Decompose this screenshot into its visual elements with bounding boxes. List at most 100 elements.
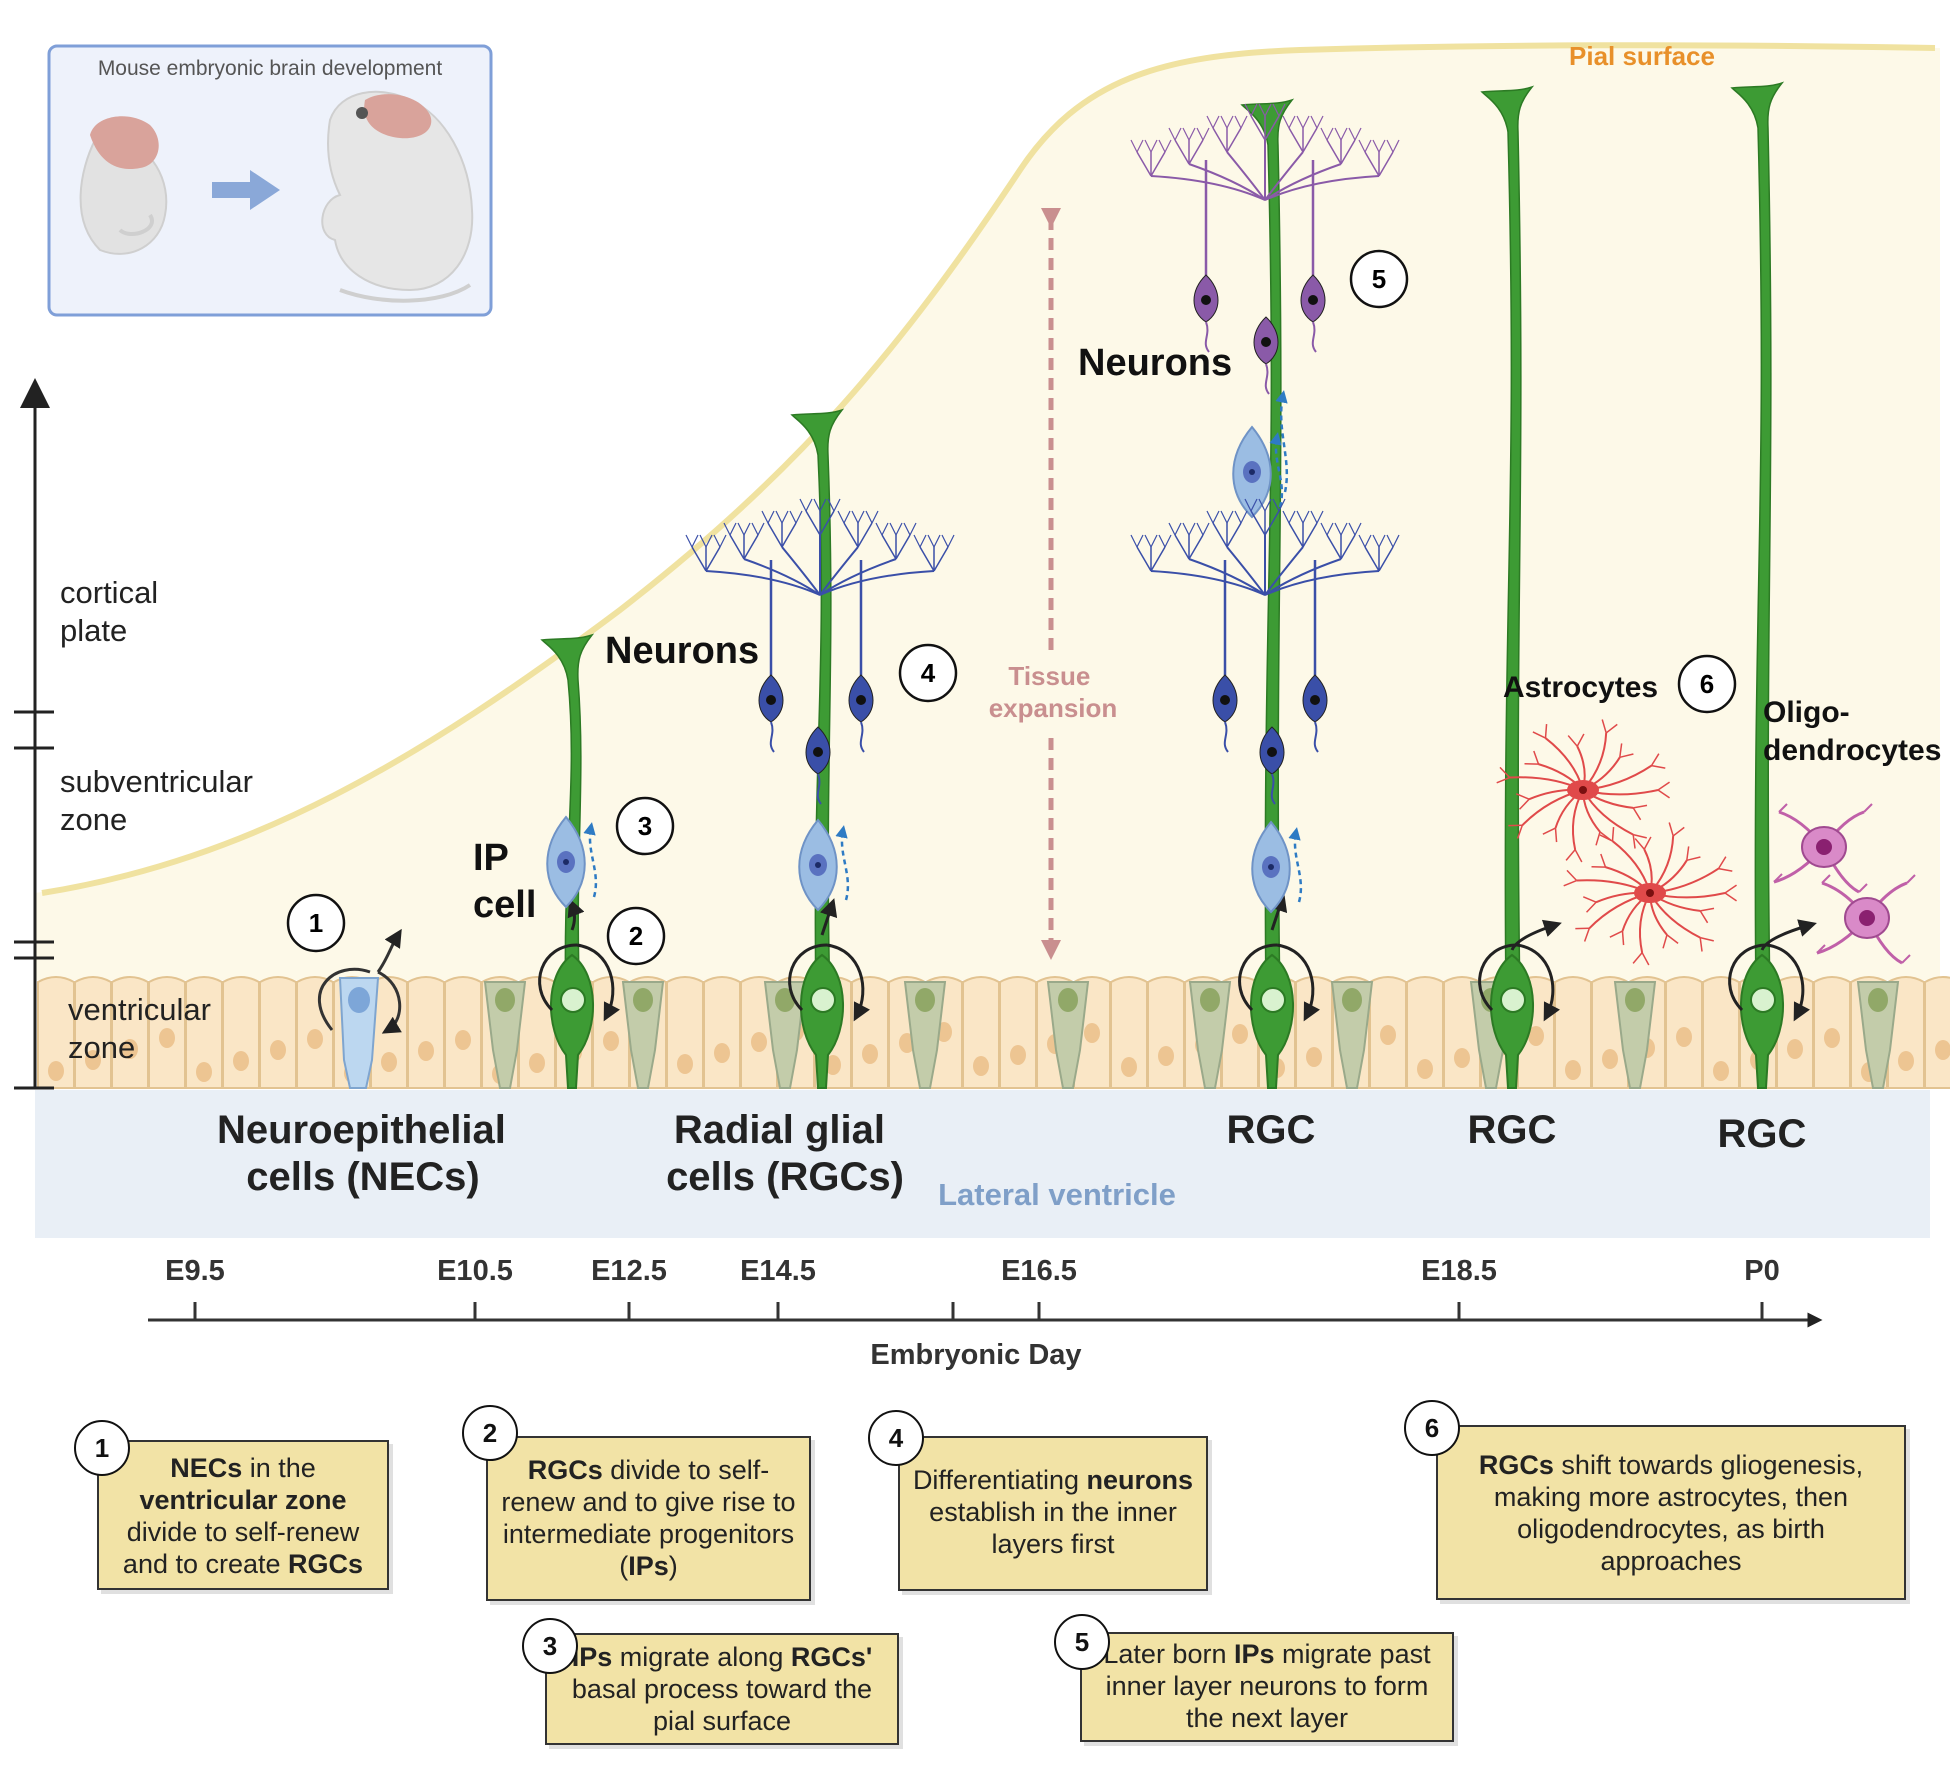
radial-glia-soma-dim	[903, 981, 947, 1089]
neuron-e16-inner-left	[1212, 560, 1238, 753]
badge-step-1: 1	[74, 1420, 130, 1476]
svg-text:1: 1	[309, 908, 323, 938]
timeline-title: Embryonic Day	[870, 1339, 1081, 1371]
neuron-e16-outer-middle	[1253, 316, 1279, 395]
astrocyte-lower	[1563, 822, 1737, 966]
svg-text:2: 2	[629, 921, 643, 951]
timeline-tick-label: E10.5	[437, 1255, 513, 1287]
epithelial-cell	[1369, 976, 1407, 1089]
neurons-label-e16: Neurons	[1078, 342, 1232, 384]
division-arrow	[1510, 919, 1562, 951]
epithelial-cell	[999, 976, 1037, 1089]
arrow-right-icon	[212, 170, 280, 210]
division-arrow	[820, 898, 838, 936]
oligodendrocyte-upper	[1773, 803, 1873, 894]
timeline-tick-label: E18.5	[1421, 1255, 1497, 1287]
badge-step-2: 2	[462, 1405, 518, 1461]
note-step-3: IPs migrate along RGCs' basal process to…	[545, 1633, 899, 1745]
radial-glia-soma-dim	[1330, 981, 1374, 1089]
epithelial-cell	[666, 976, 704, 1089]
zone-axis	[14, 378, 54, 1090]
cortical-tissue	[35, 45, 1940, 981]
epithelial-cell	[1443, 976, 1481, 1089]
neuron-e16-outer-left	[1193, 160, 1219, 353]
radial-glia-soma-dim	[1188, 981, 1232, 1089]
neuron-e14-middle	[805, 726, 831, 805]
epithelial-cell	[592, 976, 630, 1089]
neurons-label-e14: Neurons	[605, 630, 759, 672]
epithelial-cell	[1665, 976, 1703, 1089]
epithelial-cell	[222, 976, 260, 1089]
radial-glia-soma-dim	[1856, 981, 1900, 1089]
radial-glial-cell-e16	[1238, 98, 1320, 1089]
epithelial-cell	[148, 976, 186, 1089]
note-step-5: Later born IPs migrate past inner layer …	[1080, 1632, 1454, 1742]
timeline-tick-label: E12.5	[591, 1255, 667, 1287]
neuroepithelial-cell	[318, 928, 402, 1089]
cortical-plate-label: cortical plate	[60, 575, 167, 648]
rgcs-label: Radial glial cells (RGCs)	[666, 1108, 904, 1199]
lateral-ventricle	[35, 1090, 1930, 1238]
timeline-tick-label: E16.5	[1001, 1255, 1077, 1287]
ip-cell-e12	[546, 815, 598, 909]
inset-title: Mouse embryonic brain development	[98, 57, 443, 80]
radial-glial-cell-e12	[538, 633, 620, 1089]
epithelial-cell	[1147, 976, 1185, 1089]
epithelial-cell	[962, 976, 1000, 1089]
timeline-tick-label: E14.5	[740, 1255, 816, 1287]
pup-icon	[321, 90, 474, 303]
tissue-expansion-label: Tissue expansion	[989, 661, 1118, 723]
radial-glia-soma-dim	[1046, 981, 1090, 1089]
svg-text:6: 6	[1700, 669, 1714, 699]
epithelial-cell	[259, 976, 297, 1089]
note-step-6: RGCs shift towards gliogenesis, making m…	[1436, 1425, 1906, 1600]
svg-text:3: 3	[638, 811, 652, 841]
badge-step-4: 4	[868, 1410, 924, 1466]
neuron-e14-left	[758, 560, 784, 753]
ip-cell-e16-upper	[1232, 425, 1284, 519]
subventricular-zone-label: subventricular zone	[60, 764, 262, 837]
epithelial-cell	[185, 976, 223, 1089]
division-arrow	[1270, 893, 1288, 931]
epithelial-cell	[1110, 976, 1148, 1089]
astrocytes-label: Astrocytes	[1503, 671, 1658, 704]
oligodendrocytes-label: Oligo- dendrocytes	[1763, 696, 1941, 767]
neuron-e16-outer-right	[1300, 160, 1326, 353]
dendrite-arbor-e16-outer	[1130, 103, 1400, 201]
neuron-e14-right	[848, 560, 874, 753]
epithelial-cell	[851, 976, 889, 1089]
note-step-2: RGCs divide to self-renew and to give ri…	[486, 1436, 811, 1601]
svg-text:4: 4	[921, 658, 936, 688]
badge-step-6: 6	[1404, 1400, 1460, 1456]
division-arrow	[1760, 919, 1817, 951]
ventricular-zone-cells	[37, 976, 1950, 1089]
epithelial-cell	[74, 976, 112, 1089]
epithelial-cell	[1924, 976, 1950, 1089]
radial-glia-soma-dim	[621, 981, 665, 1089]
epithelial-cell	[296, 976, 334, 1089]
ventricular-zone-label: ventricular zone	[68, 992, 220, 1065]
epithelial-cell	[407, 976, 445, 1089]
badge-step-5: 5	[1054, 1614, 1110, 1670]
pial-surface-line	[41, 42, 1936, 896]
radial-glia-soma-dim	[763, 981, 807, 1089]
step-badges-diagram: 1 2 3 4 5 6	[286, 249, 1737, 966]
lateral-ventricle-label: Lateral ventricle	[938, 1177, 1176, 1212]
epithelial-cell	[1554, 976, 1592, 1089]
ip-cell-e14	[798, 818, 850, 912]
division-arrow	[567, 898, 585, 931]
radial-glial-cell-p0	[1728, 81, 1810, 1089]
epithelial-cell	[1406, 976, 1444, 1089]
ip-cell-e16	[1251, 820, 1303, 914]
badge-step-3: 3	[522, 1618, 578, 1674]
oligodendrocyte-lower	[1816, 874, 1916, 965]
epithelial-cell	[444, 976, 482, 1089]
note-step-1: NECs in the ventricular zone divide to s…	[97, 1440, 389, 1590]
radial-glia-soma-dim	[1613, 981, 1657, 1089]
rgc-label-e18: RGC	[1468, 1108, 1557, 1152]
note-step-4: Differentiating neurons establish in the…	[898, 1436, 1208, 1591]
radial-glial-cell-e14	[788, 408, 870, 1089]
radial-glia-soma-dim	[483, 981, 527, 1089]
